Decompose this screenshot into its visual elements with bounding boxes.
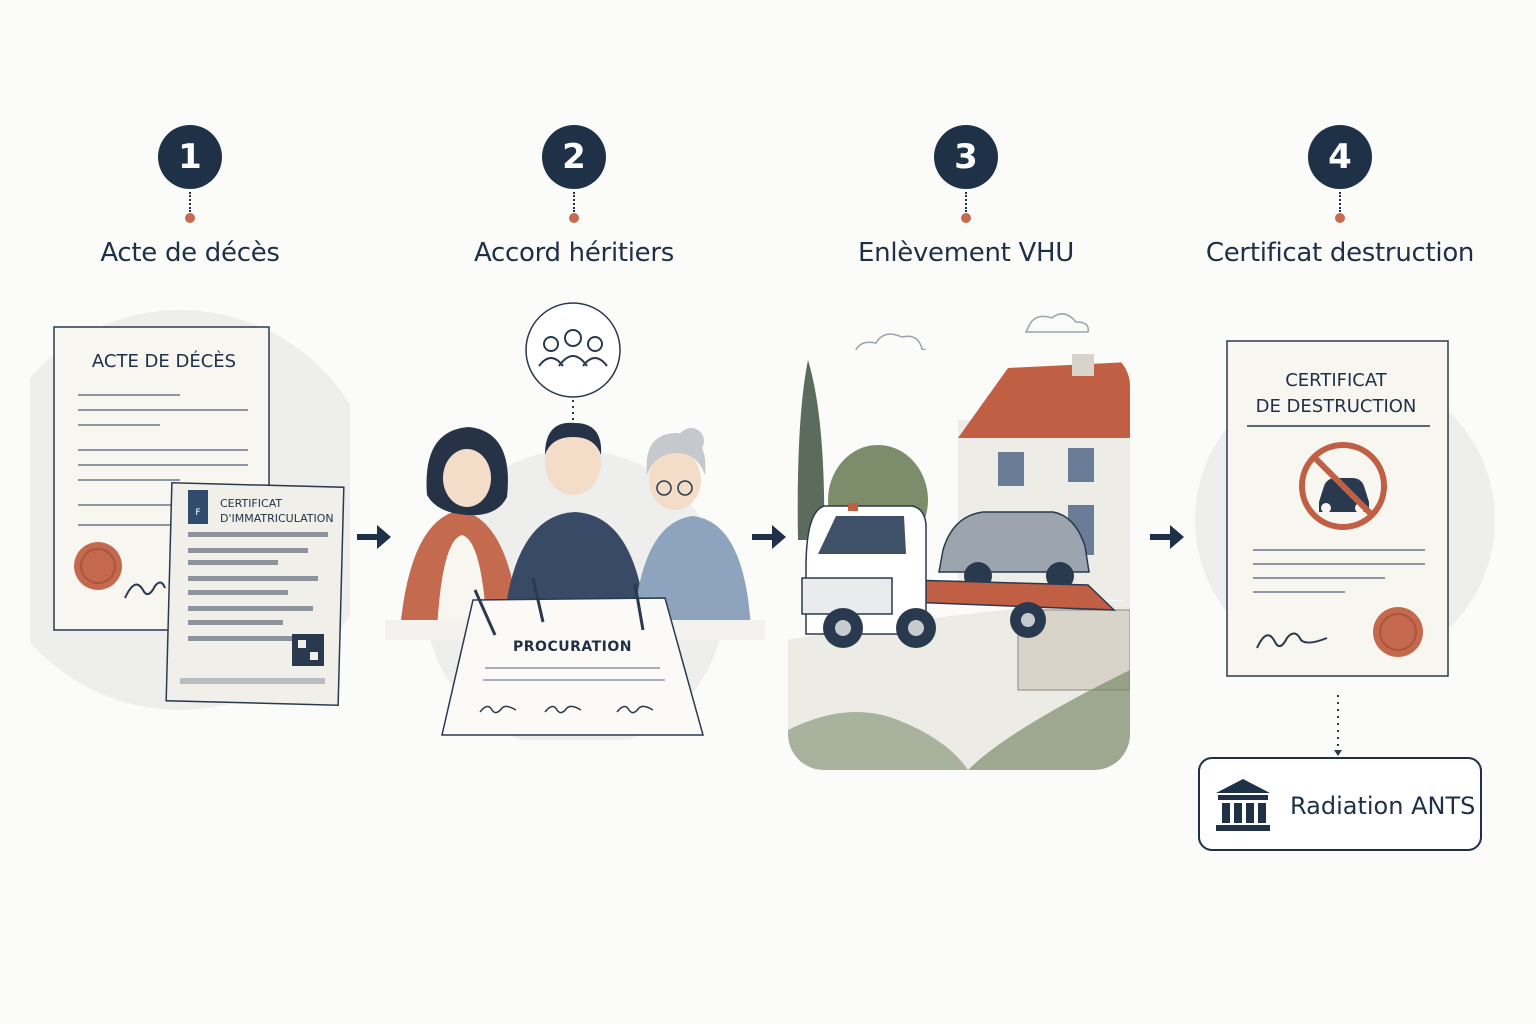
step-title-1: Acte de décès [100, 238, 280, 268]
step-title-3: Enlèvement VHU [858, 238, 1074, 268]
registration-title-line2: D'IMMATRICULATION [220, 512, 334, 525]
connector-dot [1335, 213, 1345, 223]
connector-dot [961, 213, 971, 223]
connector-dots [573, 192, 575, 212]
step-number-4: 4 [1308, 125, 1372, 189]
step-number-1: 1 [158, 125, 222, 189]
step-title-2: Accord héritiers [473, 238, 675, 268]
arrow-right-icon [1150, 525, 1184, 549]
step-title-4: Certificat destruction [1205, 238, 1475, 268]
step-3-header: 3 Enlèvement VHU [786, 125, 1146, 268]
no-car-icon [1299, 442, 1387, 530]
registration-certificate-document [165, 482, 345, 706]
connector-dots [189, 192, 191, 212]
vehicle-removal-illustration [788, 313, 1130, 770]
bank-building-icon [1216, 779, 1270, 831]
step-2-header: 2 Accord héritiers [394, 125, 754, 268]
heirs-signing-illustration [385, 302, 765, 740]
registration-title-line1: CERTIFICAT [220, 497, 283, 510]
arrow-right-icon [752, 525, 786, 549]
radiation-ants-label: Radiation ANTS [1290, 792, 1476, 820]
connector-dots [1339, 192, 1341, 212]
destruction-certificate-illustration [1195, 340, 1495, 756]
death-certificate-title: ACTE DE DÉCÈS [91, 351, 237, 372]
step-number-2: 2 [542, 125, 606, 189]
step-1-header: 1 Acte de décès [10, 125, 370, 268]
destruction-title-line2: DE DESTRUCTION [1255, 396, 1417, 417]
destruction-title-line1: CERTIFICAT [1285, 370, 1387, 391]
radiation-ants-box: Radiation ANTS [1198, 757, 1482, 851]
proxy-document-title: PROCURATION [513, 639, 632, 655]
documents-illustration [30, 310, 350, 710]
step-4-header: 4 Certificat destruction [1160, 125, 1520, 268]
connector-dot [569, 213, 579, 223]
registration-flag-letter: F [195, 508, 201, 518]
arrow-right-icon [357, 525, 391, 549]
group-people-icon [525, 302, 621, 398]
step-number-3: 3 [934, 125, 998, 189]
connector-dot [185, 213, 195, 223]
connector-dots [965, 192, 967, 212]
